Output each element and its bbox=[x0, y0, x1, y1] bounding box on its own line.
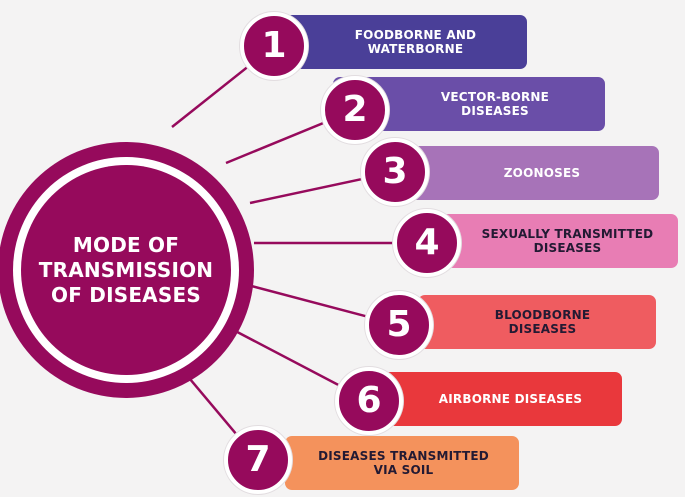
item-bar-3: ZOONOSES bbox=[393, 146, 659, 200]
item-label: SEXUALLY TRANSMITTED DISEASES bbox=[481, 227, 654, 255]
item-label: BLOODBORNE DISEASES bbox=[494, 308, 591, 336]
item-bar-6: AIRBORNE DISEASES bbox=[382, 372, 622, 426]
item-label: DISEASES TRANSMITTED VIA SOIL bbox=[318, 449, 489, 477]
hub-circle: MODE OF TRANSMISSION OF DISEASES bbox=[21, 165, 231, 375]
number-badge-2: 2 bbox=[321, 76, 389, 144]
number-badge-1: 1 bbox=[240, 12, 308, 80]
badge-number: 6 bbox=[356, 380, 382, 421]
number-badge-7: 7 bbox=[224, 426, 292, 494]
badge-number: 4 bbox=[414, 222, 440, 263]
item-label: VECTOR-BORNE DISEASES bbox=[440, 90, 550, 118]
item-bar-1: FOODBORNE AND WATERBORNE bbox=[265, 15, 527, 69]
item-label: FOODBORNE AND WATERBORNE bbox=[354, 28, 477, 56]
number-badge-4: 4 bbox=[393, 209, 461, 277]
item-label: AIRBORNE DISEASES bbox=[438, 392, 583, 406]
hub-title: MODE OF TRANSMISSION OF DISEASES bbox=[38, 232, 214, 307]
badge-number: 2 bbox=[342, 89, 368, 130]
number-badge-5: 5 bbox=[365, 291, 433, 359]
item-bar-5: BLOODBORNE DISEASES bbox=[418, 295, 656, 349]
item-bar-7: DISEASES TRANSMITTED VIA SOIL bbox=[285, 436, 519, 490]
badge-number: 5 bbox=[386, 304, 412, 345]
badge-number: 1 bbox=[261, 25, 287, 66]
badge-number: 3 bbox=[382, 151, 408, 192]
item-bar-4: SEXUALLY TRANSMITTED DISEASES bbox=[433, 214, 678, 268]
number-badge-3: 3 bbox=[361, 138, 429, 206]
number-badge-6: 6 bbox=[335, 367, 403, 435]
badge-number: 7 bbox=[245, 439, 271, 480]
item-label: ZOONOSES bbox=[503, 166, 581, 180]
